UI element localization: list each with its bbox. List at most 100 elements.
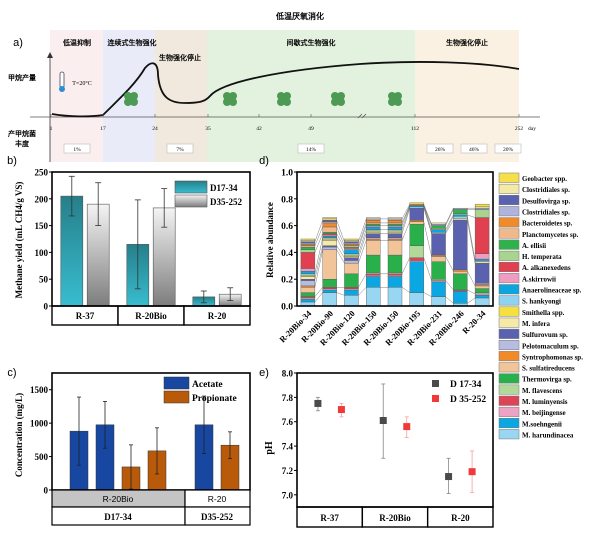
stack-segment — [431, 232, 446, 234]
connector-line — [445, 296, 454, 304]
stack-segment — [322, 238, 337, 241]
stack-segment — [453, 218, 468, 221]
legend-label: Propionate — [192, 394, 237, 404]
legend-label: A. alkanexedens — [522, 264, 571, 272]
y-label-abundance-1: 产甲烷菌 — [8, 129, 36, 138]
connector-line — [336, 233, 345, 249]
legend-swatch — [498, 340, 520, 350]
connector-line — [467, 271, 476, 286]
stack-segment — [366, 273, 381, 276]
stack-segment — [409, 205, 424, 208]
legend-swatch — [498, 183, 520, 194]
y-tick-label: 7.2 — [282, 466, 294, 476]
stack-segment — [474, 283, 490, 285]
connector-line — [467, 289, 476, 295]
y-tick-label: 500 — [35, 452, 49, 462]
connector-line — [445, 280, 454, 291]
phase-region — [50, 30, 103, 162]
error-bar — [228, 431, 232, 459]
stack-segment — [387, 238, 403, 241]
stack-segment — [387, 232, 403, 234]
legend-label: M.soehngenii — [522, 420, 562, 428]
data-point — [468, 468, 476, 476]
stack-segment — [387, 272, 403, 275]
error-bar — [200, 290, 207, 304]
connector-line — [423, 206, 432, 233]
plot-b-frame — [51, 171, 251, 307]
connector-line — [358, 287, 367, 296]
stack-segment — [366, 233, 381, 238]
stack-segment — [366, 224, 381, 226]
stack-segment — [387, 240, 403, 256]
stack-segment — [431, 229, 446, 233]
plot-e-frame — [296, 372, 494, 508]
stack-segment — [453, 289, 468, 292]
connector-line — [401, 257, 410, 274]
error-bar — [103, 401, 107, 449]
abundance-value: 26% — [435, 147, 446, 153]
stack-segment — [474, 217, 490, 254]
y-tick-label: 250 — [35, 168, 49, 178]
abundance-box — [494, 143, 522, 154]
stack-segment — [366, 226, 381, 230]
day-tick-label: 35 — [205, 126, 211, 132]
stack-segment — [344, 289, 359, 296]
stack-segment — [322, 240, 337, 246]
legend-label: D 35-252 — [450, 395, 486, 405]
stack-segment — [366, 225, 381, 228]
day-tick-label: 112 — [411, 126, 419, 132]
legend-label: A.skirrowii — [522, 275, 556, 283]
stack-segment — [431, 281, 446, 297]
day-tick-label: 1 — [50, 126, 53, 132]
stack-segment — [300, 270, 316, 275]
stack-segment — [431, 279, 446, 281]
stack-segment — [344, 245, 359, 248]
connector-line — [358, 229, 367, 254]
microbe-cell-icon — [277, 92, 291, 106]
microbe-cell-icon — [223, 92, 237, 106]
stack-segment — [431, 225, 446, 229]
stack-segment — [366, 276, 381, 288]
data-point — [337, 406, 345, 414]
legend-label: H. temperata — [522, 253, 562, 261]
error-bar — [134, 199, 141, 290]
error-bar — [202, 395, 206, 454]
y-tick-label: 8.0 — [282, 369, 294, 379]
stack-segment — [431, 224, 446, 226]
stack-segment — [453, 214, 468, 217]
group-box — [184, 506, 251, 526]
stack-segment — [366, 217, 381, 220]
legend-label: Pelotomaculum sp. — [522, 342, 579, 350]
stack-segment — [474, 253, 490, 260]
connector-line — [467, 216, 476, 261]
stack-segment — [387, 224, 403, 226]
microbe-cell-icon — [388, 92, 402, 106]
connector-line — [423, 205, 432, 230]
connector-line — [336, 249, 345, 264]
legend-swatch — [498, 406, 520, 417]
legend-marker — [432, 395, 439, 402]
y-tick-label: 0.2 — [281, 276, 293, 286]
stack-segment — [366, 254, 381, 273]
stack-segment — [344, 262, 359, 275]
abundance-value: 46% — [469, 147, 480, 153]
stack-segment — [344, 249, 359, 254]
stack-segment — [344, 273, 359, 288]
y-axis-label: pH — [264, 441, 275, 455]
legend-swatch — [498, 317, 520, 328]
legend-label: M. beijingense — [522, 409, 566, 417]
legend-swatch — [498, 284, 520, 295]
connector-line — [358, 233, 367, 258]
legend-label: D 17-34 — [450, 380, 482, 390]
stack-segment — [300, 252, 316, 269]
legend-swatch — [498, 273, 520, 284]
connector-line — [401, 221, 410, 241]
stack-segment — [453, 273, 468, 291]
stack-segment — [409, 220, 424, 222]
stack-segment — [322, 292, 337, 307]
legend-swatch — [163, 376, 190, 390]
stack-segment — [300, 276, 316, 280]
stack-segment — [322, 221, 337, 224]
stack-segment — [322, 289, 337, 293]
y-tick-label: 200 — [35, 194, 49, 204]
